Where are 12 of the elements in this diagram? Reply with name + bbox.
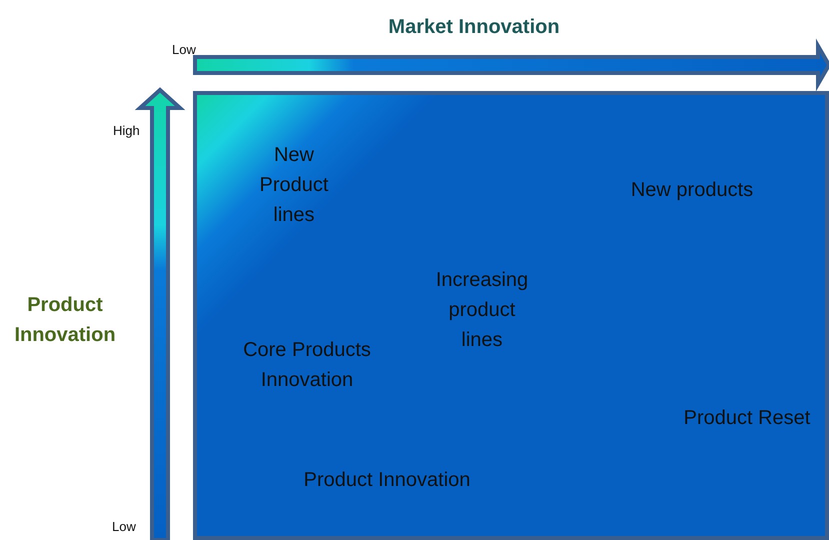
axis-end-label: Low [172,41,197,59]
quadrant-label: Product Innovation [302,468,472,493]
quadrant-label: Increasing product lines [434,268,530,353]
quadrant-label: Product Reset [682,406,812,431]
quadrant-label: Core Products Innovation [242,338,372,393]
axis-end-label: High [113,122,141,140]
quadrant-panel [193,91,829,540]
market-axis-title: Market Innovation [387,15,561,40]
product-axis-title: Product Innovation [13,293,117,348]
quadrant-label: New Product lines [258,143,330,228]
quadrant-label: New products [630,178,754,203]
axis-end-label: Low [112,518,137,536]
